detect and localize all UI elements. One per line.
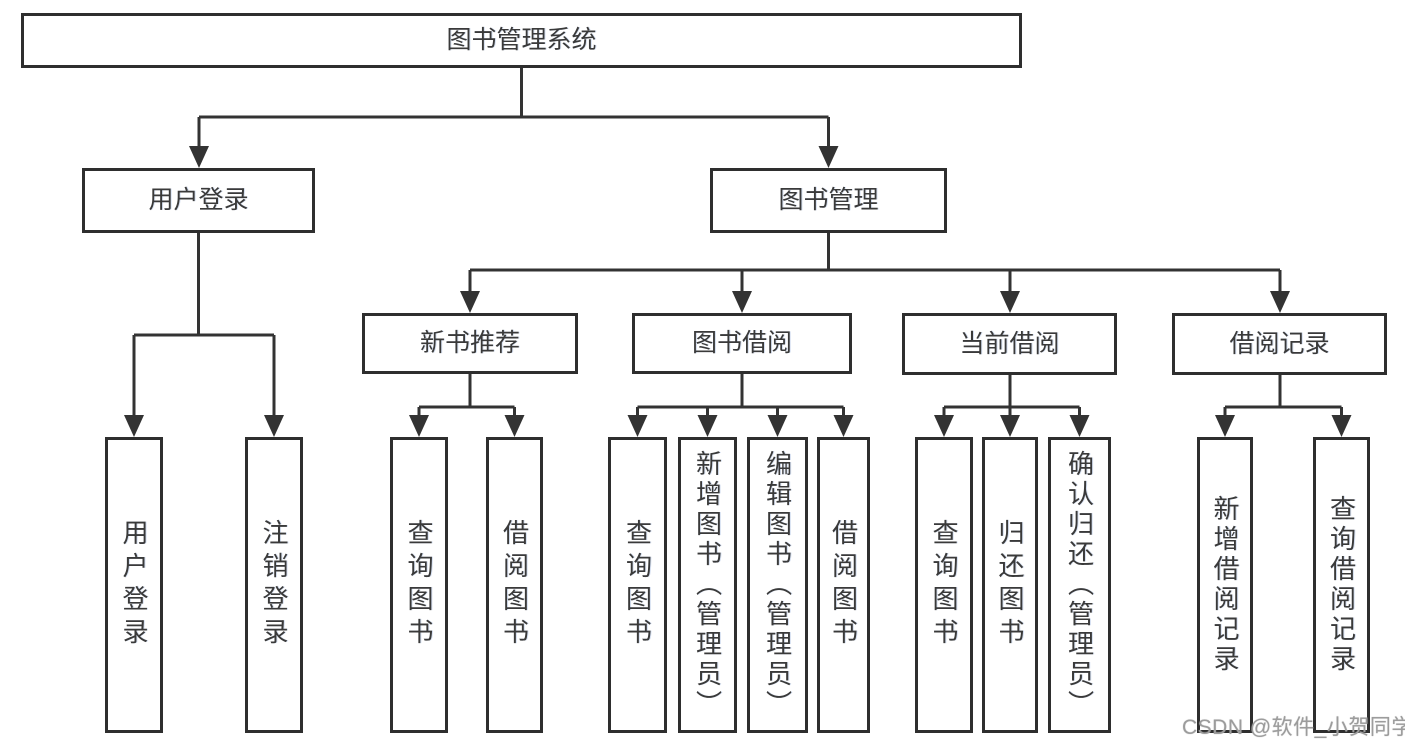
leaf-return-books: 归还图书 <box>982 437 1038 733</box>
node-user-login-label: 用户登录 <box>148 186 249 214</box>
leaf-add-borrow-record: 新增借阅记录 <box>1197 437 1253 733</box>
leaf-borrow-books-borrow: 借阅图书 <box>817 437 870 733</box>
node-new-book-recommend-label: 新书推荐 <box>419 329 520 357</box>
node-book-management-label: 图书管理 <box>778 186 879 214</box>
node-user-login: 用户登录 <box>82 168 315 233</box>
leaf-query-books-recommend-label: 查询图书 <box>404 519 434 651</box>
node-root-label: 图书管理系统 <box>446 26 597 54</box>
leaf-return-books-label: 归还图书 <box>995 519 1025 651</box>
csdn-watermark: CSDN @软件_小贺同学 <box>1182 716 1405 739</box>
leaf-query-books-current-label: 查询图书 <box>929 519 959 651</box>
node-borrow-records-label: 借阅记录 <box>1229 329 1330 358</box>
leaf-query-books-current: 查询图书 <box>915 437 973 733</box>
node-current-borrow-label: 当前借阅 <box>959 329 1060 358</box>
node-borrow-records: 借阅记录 <box>1172 313 1387 375</box>
leaf-query-books-recommend: 查询图书 <box>390 437 448 733</box>
leaf-edit-books-admin-label: 编辑图书（管理员） <box>762 450 793 720</box>
leaf-logout-login-label: 注销登录 <box>259 519 289 651</box>
node-new-book-recommend: 新书推荐 <box>362 313 578 374</box>
leaf-user-login-label: 用户登录 <box>119 519 149 651</box>
leaf-edit-books-admin: 编辑图书（管理员） <box>747 437 808 733</box>
node-book-management: 图书管理 <box>710 168 947 233</box>
node-book-borrow: 图书借阅 <box>632 313 852 374</box>
leaf-add-books-admin: 新增图书（管理员） <box>678 437 737 733</box>
leaf-user-login: 用户登录 <box>105 437 163 733</box>
leaf-query-books-borrow-label: 查询图书 <box>622 519 653 651</box>
leaf-confirm-return-admin-label: 确认归还（管理员） <box>1064 450 1095 720</box>
leaf-borrow-books-borrow-label: 借阅图书 <box>828 519 859 651</box>
leaf-query-books-borrow: 查询图书 <box>608 437 667 733</box>
node-book-borrow-label: 图书借阅 <box>691 329 792 357</box>
leaf-borrow-books-recommend-label: 借阅图书 <box>499 519 530 651</box>
leaf-confirm-return-admin: 确认归还（管理员） <box>1048 437 1111 733</box>
leaf-query-borrow-record: 查询借阅记录 <box>1313 437 1370 733</box>
node-current-borrow: 当前借阅 <box>902 313 1117 375</box>
leaf-borrow-books-recommend: 借阅图书 <box>486 437 543 733</box>
leaf-logout-login: 注销登录 <box>245 437 303 733</box>
node-root: 图书管理系统 <box>21 13 1022 68</box>
leaf-add-books-admin-label: 新增图书（管理员） <box>692 450 723 720</box>
leaf-query-borrow-record-label: 查询借阅记录 <box>1326 495 1357 675</box>
leaf-add-borrow-record-label: 新增借阅记录 <box>1210 495 1240 675</box>
